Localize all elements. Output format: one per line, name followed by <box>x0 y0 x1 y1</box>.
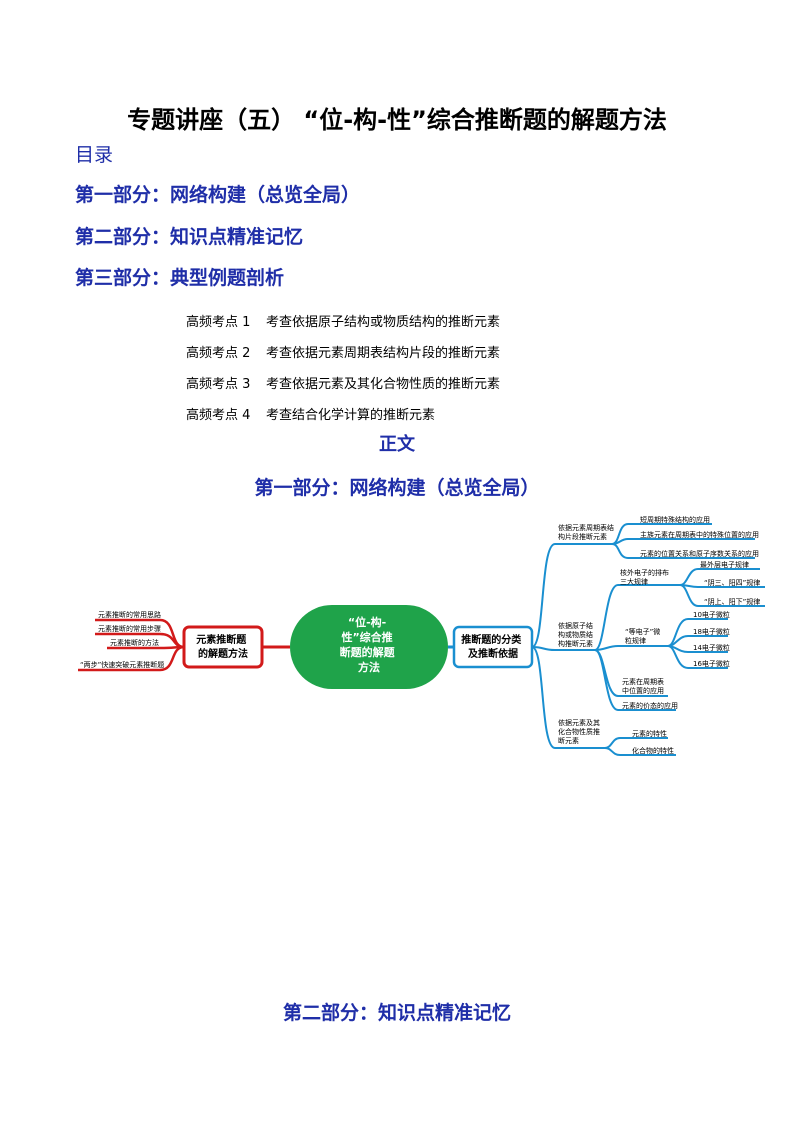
branch3-text: 化合物性质推 <box>558 727 600 736</box>
left-leaf: 元素推断的常用思路 <box>98 610 161 619</box>
toc-part-3[interactable]: 第三部分：典型例题剖析 <box>75 267 285 289</box>
kaodian-item[interactable]: 高频考点 3 考查依据元素及其化合物性质的推断元素 <box>186 373 500 392</box>
kaodian-label: 高频考点 2 <box>186 346 251 361</box>
sub-text: “等电子”微 <box>625 627 660 636</box>
leaf: 18电子微粒 <box>693 627 730 636</box>
leaf: 14电子微粒 <box>693 643 730 652</box>
mind-map: “位-构- 性”综合推 断题的解题 方法 元素推断题 的解题方法 元素推断的常用… <box>78 515 765 756</box>
toc-part-1[interactable]: 第一部分：网络构建（总览全局） <box>75 184 361 206</box>
leaf: “阴上、阳下”规律 <box>704 597 760 606</box>
leaf: 最外层电子规律 <box>700 560 749 569</box>
kaodian-label: 高频考点 4 <box>186 408 251 423</box>
left-leaf: 元素推断的常用步骤 <box>98 624 161 633</box>
branch3-text: 断元素 <box>558 736 579 745</box>
svg-text:推断题的分类 及推断依据: 推断题的分类 及推断依据 <box>461 633 524 660</box>
kaodian-item[interactable]: 高频考点 2 考查依据元素周期表结构片段的推断元素 <box>186 342 500 361</box>
leaf: 16电子微粒 <box>693 659 730 668</box>
left-leaf: 元素推断的方法 <box>110 638 159 647</box>
sub-text: 元素的价态的应用 <box>622 701 678 710</box>
leaf: “阴三、阳四”规律 <box>704 578 760 587</box>
branch3-text: 依据元素及其 <box>558 718 600 727</box>
svg-text:依据元素周期表结 构片段推断元素 短周期特殊: 依据元素周期表结 构片段推断元素 短周期特殊结构的应用 主族元素在周期表中的特殊… <box>558 515 763 755</box>
sub-text: 粒规律 <box>625 636 646 645</box>
toc-part-2[interactable]: 第二部分：知识点精准记忆 <box>75 226 304 248</box>
svg-text:“位-构- 性”综合推 断题的解题: “位-构- 性”综合推 断题的解题 方法 <box>340 615 399 674</box>
right-node <box>452 625 534 669</box>
center-text: 方法 <box>358 660 380 674</box>
branch2-text: 构或物质结 <box>558 630 593 639</box>
branch1-text: 依据元素周期表结 <box>558 523 614 532</box>
kaodian-item[interactable]: 高频考点 4 考查结合化学计算的推断元素 <box>186 404 435 423</box>
sub-text: 中位置的应用 <box>622 686 664 695</box>
svg-text:元素推断的常用思路 元素推断的常用步骤 元素: 元素推断的常用思路 元素推断的常用步骤 元素推断的方法 “两步”快速突破元素推断… <box>80 610 164 669</box>
leaf: 元素的位置关系和原子序数关系的应用 <box>640 549 759 558</box>
leaf: 主族元素在周期表中的特殊位置的应用 <box>640 530 759 539</box>
svg-text:元素推断题 的解题方法: 元素推断题 的解题方法 <box>196 633 249 660</box>
left-leaf: “两步”快速突破元素推断题 <box>80 660 164 669</box>
kaodian-text: 考查依据元素及其化合物性质的推断元素 <box>266 377 501 392</box>
branch2-text: 依据原子结 <box>558 621 593 630</box>
kaodian-text: 考查依据原子结构或物质结构的推断元素 <box>266 315 501 330</box>
branch1-text: 构片段推断元素 <box>558 532 607 541</box>
page-title: 专题讲座（五） “位-构-性”综合推断题的解题方法 <box>127 106 667 134</box>
kaodian-label: 高频考点 3 <box>186 377 251 392</box>
center-text: 性”综合推 <box>341 630 392 644</box>
leaf: 元素的特性 <box>632 729 667 738</box>
leaf: 化合物的特性 <box>632 746 674 755</box>
center-text: “位-构- <box>348 615 386 629</box>
kaodian-text: 考查结合化学计算的推断元素 <box>266 408 436 423</box>
center-text: 断题的解题 <box>340 645 396 659</box>
toc-heading: 目录 <box>75 144 114 166</box>
section-2-heading: 第二部分：知识点精准记忆 <box>282 1002 511 1024</box>
left-node <box>182 625 264 669</box>
sub-text: 核外电子的排布 <box>620 568 669 577</box>
kaodian-label: 高频考点 1 <box>186 315 251 330</box>
kaodian-item[interactable]: 高频考点 1 考查依据原子结构或物质结构的推断元素 <box>186 311 500 330</box>
branch2-text: 构推断元素 <box>558 639 593 648</box>
section-1-heading: 第一部分：网络构建（总览全局） <box>254 477 540 499</box>
zhengwen-heading: 正文 <box>379 434 415 455</box>
sub-text: 元素在周期表 <box>622 677 664 686</box>
center-node <box>290 605 448 689</box>
leaf: 短周期特殊结构的应用 <box>640 515 710 524</box>
kaodian-text: 考查依据元素周期表结构片段的推断元素 <box>266 346 501 361</box>
sub-text: 三大规律 <box>620 577 648 586</box>
leaf: 10电子微粒 <box>693 610 730 619</box>
